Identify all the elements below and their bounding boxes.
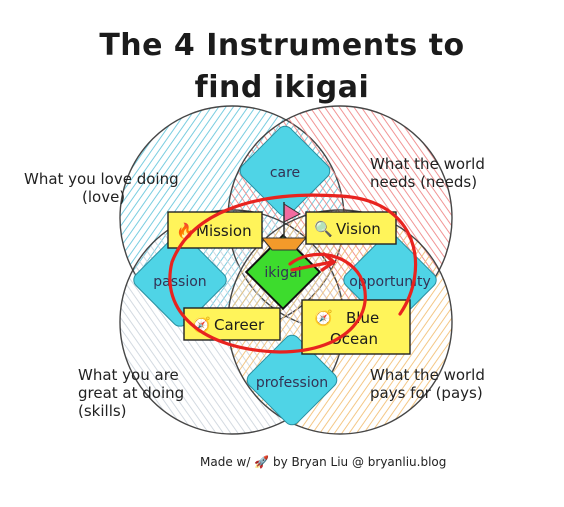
- label-needs: What the world needs (needs): [370, 155, 485, 191]
- svg-text:Career: Career: [214, 316, 265, 334]
- svg-text:Mission: Mission: [196, 222, 252, 240]
- svg-text:opportunity: opportunity: [349, 274, 431, 290]
- label-pays: What the world pays for (pays): [370, 366, 485, 402]
- note-career: 🧭 Career: [183, 307, 281, 341]
- svg-text:ikigai: ikigai: [264, 265, 301, 281]
- svg-text:profession: profession: [256, 375, 328, 391]
- svg-text:passion: passion: [153, 274, 206, 290]
- svg-text:Vision: Vision: [336, 220, 381, 238]
- diagram-title-line2: find ikigai: [194, 70, 370, 105]
- label-love: What you love doing (love): [24, 170, 179, 206]
- diamond-profession: profession: [246, 334, 338, 426]
- diamond-passion: passion: [133, 233, 227, 327]
- svg-text:care: care: [270, 165, 300, 181]
- diamond-ikigai: ikigai: [244, 233, 322, 311]
- footer-credit: Made w/ 🚀 by Bryan Liu @ bryanliu.blog: [200, 455, 447, 469]
- note-blue-ocean: 🧭 Blue Ocean: [301, 299, 411, 355]
- label-skills: What you are great at doing (skills): [78, 366, 185, 420]
- diagram-title-line1: The 4 Instruments to: [99, 28, 465, 63]
- spiral-arrow: [168, 193, 418, 354]
- boat-icon: [260, 202, 308, 251]
- svg-text:🧭: 🧭: [314, 309, 333, 327]
- svg-text:Blue: Blue: [346, 309, 379, 327]
- svg-text:🔍: 🔍: [314, 219, 333, 238]
- note-vision: 🔍 Vision: [305, 211, 397, 245]
